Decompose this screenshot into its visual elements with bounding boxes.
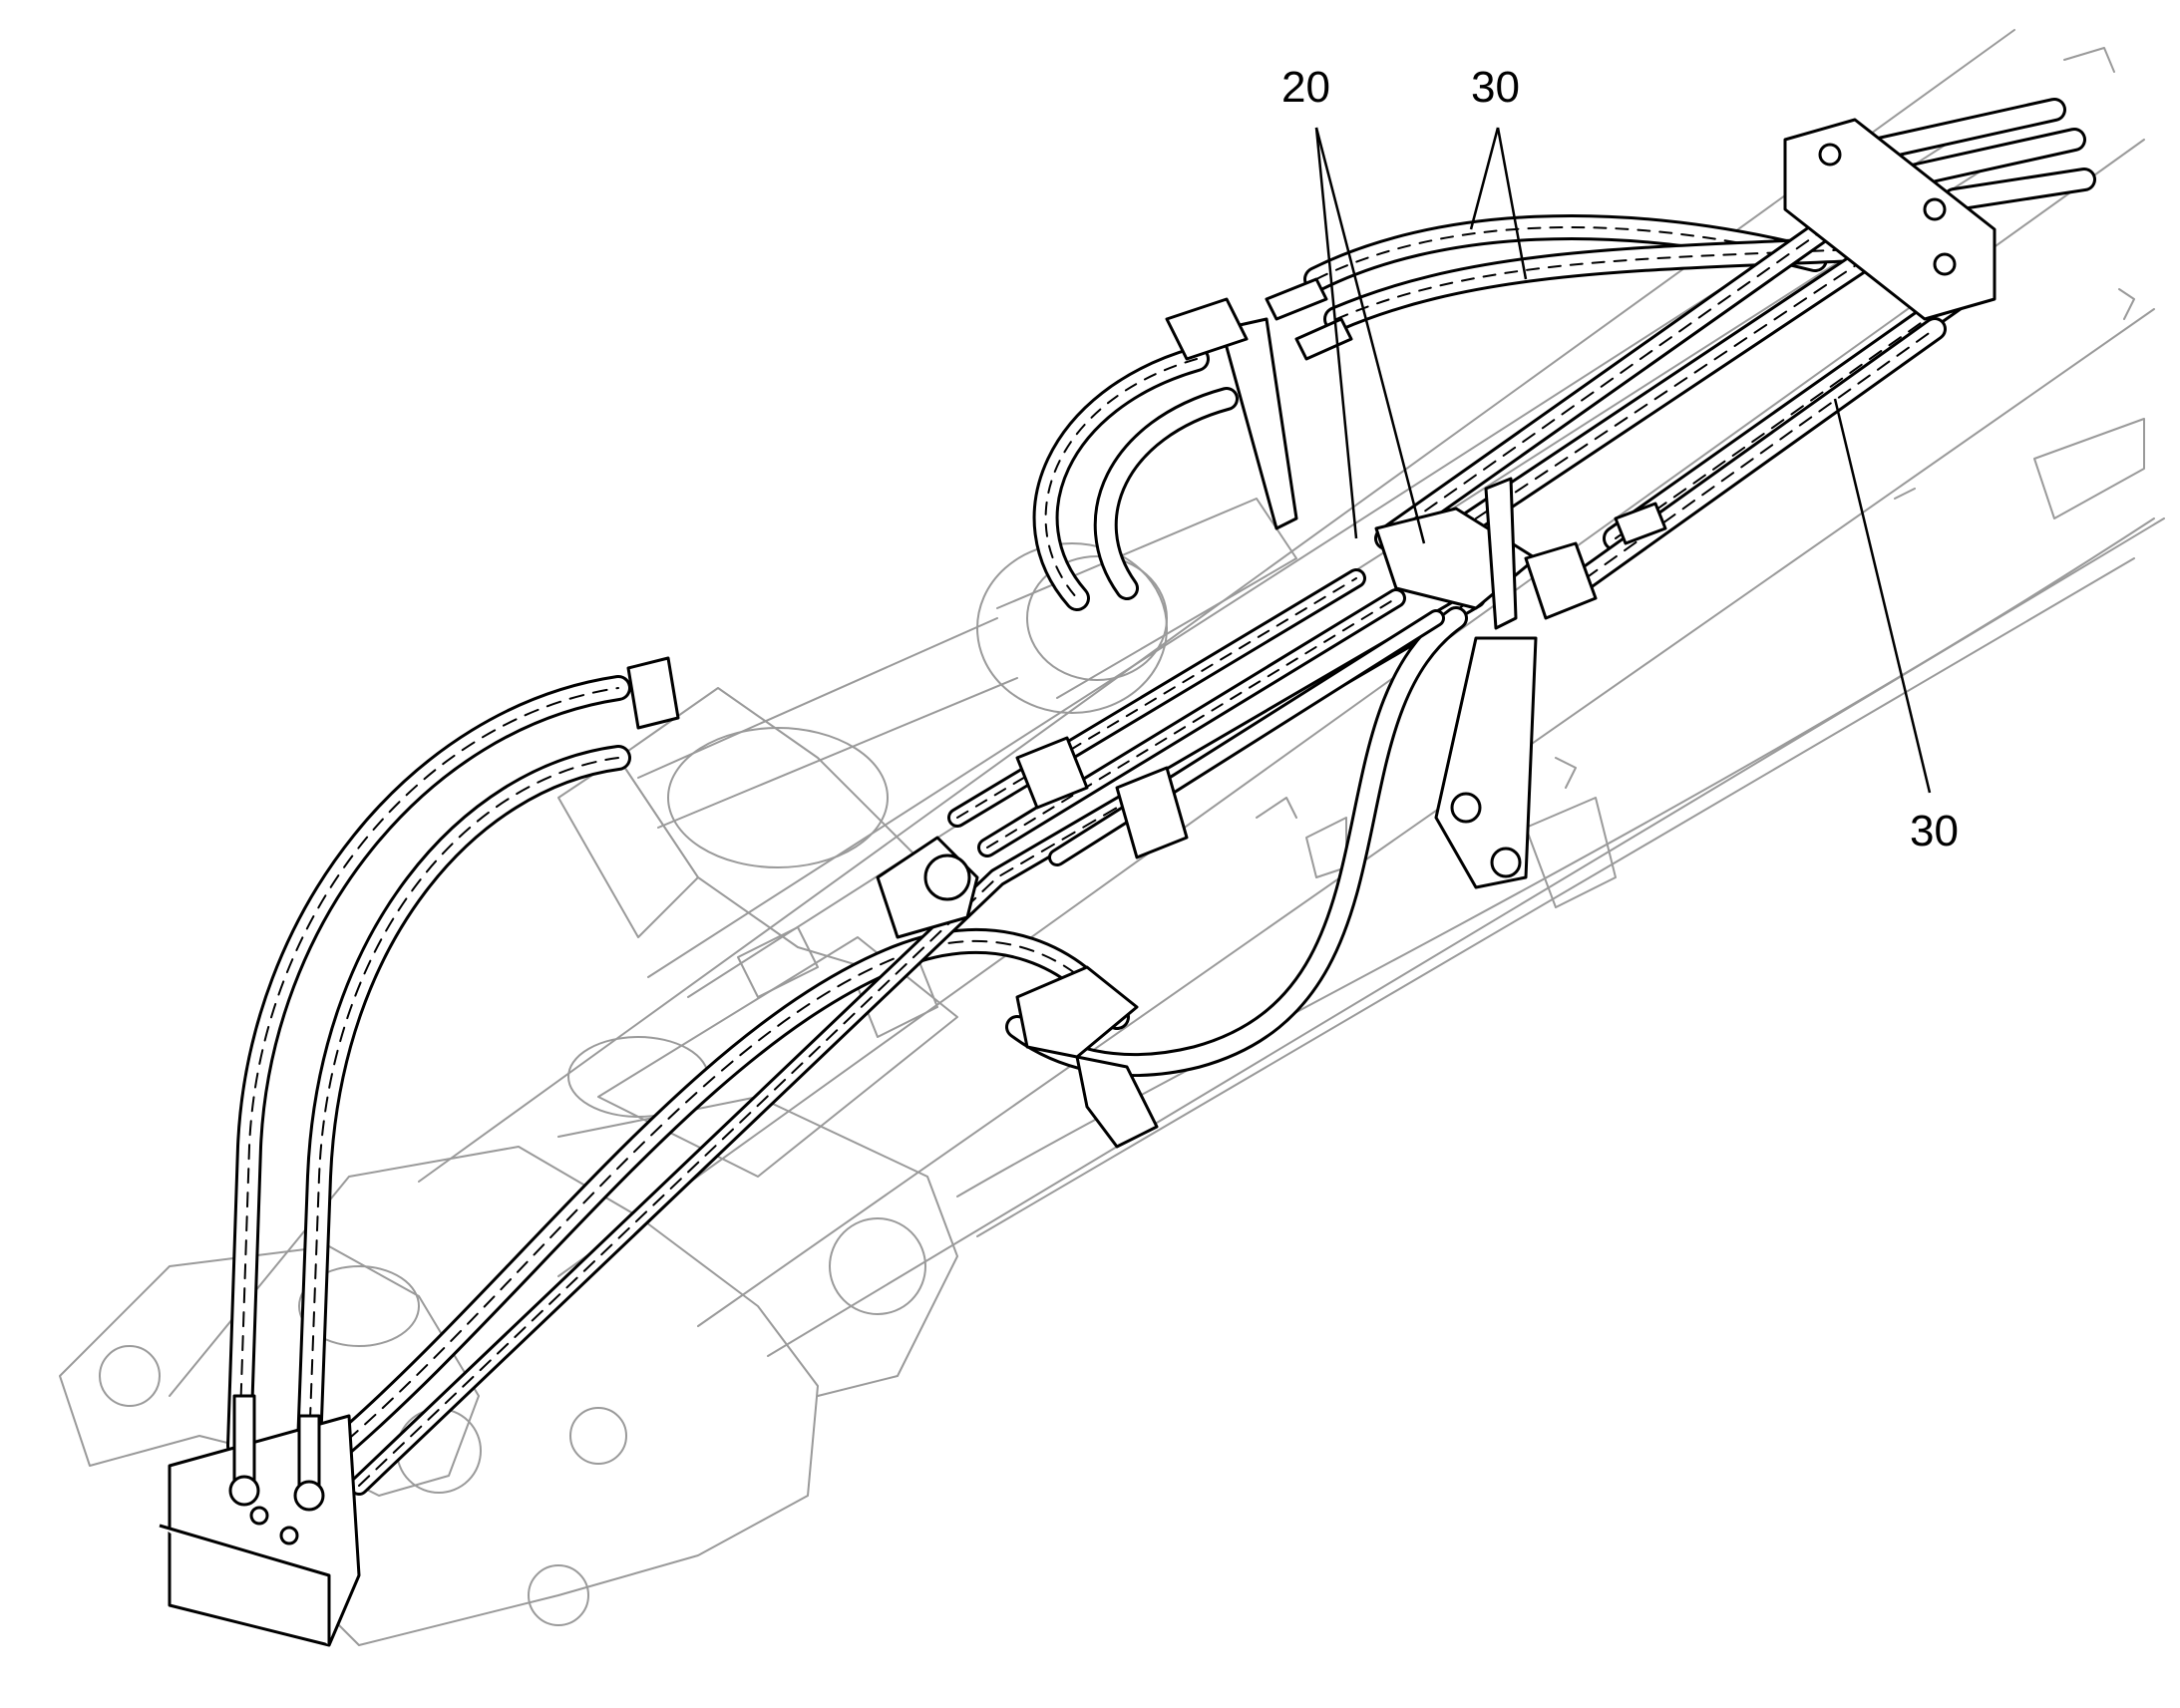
leader-lines xyxy=(1314,127,1932,794)
lower-clamp xyxy=(1015,965,1139,1059)
callout-30-right: 30 xyxy=(1910,807,1959,855)
hose-30-upper-pair xyxy=(1303,213,1868,332)
hose-arch-left xyxy=(226,675,631,1459)
hose-loop-left-cylinder xyxy=(1032,346,1239,611)
boom-structure-ghost xyxy=(59,29,2165,1646)
upper-clamp xyxy=(1165,297,1249,361)
callout-30-top: 30 xyxy=(1471,63,1520,112)
hydraulic-hoses xyxy=(226,98,2096,1496)
middle-clamp-2 xyxy=(1115,766,1189,859)
clamps-and-fittings xyxy=(159,118,1997,1647)
center-bracket xyxy=(1484,477,1518,630)
upper-bracket xyxy=(1220,317,1298,530)
callout-20: 20 xyxy=(1281,63,1330,112)
hanging-link xyxy=(1434,636,1538,889)
right-clamp xyxy=(1524,541,1598,620)
middle-clamp-1 xyxy=(1015,736,1089,810)
